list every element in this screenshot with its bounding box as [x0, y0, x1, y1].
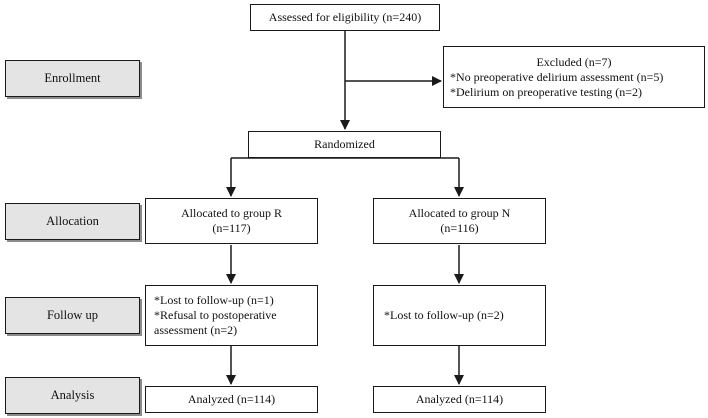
followup-r-line-1: *Lost to follow-up (n=1) [154, 293, 274, 307]
stage-analysis-label: Analysis [50, 388, 95, 402]
followup-n-line: *Lost to follow-up (n=2) [384, 308, 504, 322]
stage-enrollment: Enrollment [5, 60, 140, 97]
excluded-reason-2: *Delirium on preoperative testing (n=2) [450, 84, 643, 99]
randomized-box: Randomized [248, 131, 441, 158]
stage-follow-up: Follow up [5, 297, 140, 334]
followup-r-line-3: assessment (n=2) [154, 323, 238, 337]
stage-allocation-label: Allocation [46, 214, 99, 228]
allocated-r-title: Allocated to group R [181, 206, 282, 220]
assessed-box: Assessed for eligibility (n=240) [250, 4, 440, 31]
analyzed-n-text: Analyzed (n=114) [415, 392, 504, 406]
stage-analysis: Analysis [5, 377, 140, 414]
allocated-n-count: (n=116) [440, 221, 479, 235]
allocated-r-count: (n=117) [212, 221, 251, 235]
stage-allocation: Allocation [5, 203, 140, 240]
analyzed-r-box: Analyzed (n=114) [145, 386, 318, 413]
analyzed-r-text: Analyzed (n=114) [187, 392, 276, 406]
randomized-text: Randomized [314, 137, 375, 151]
excluded-reason-1: *No preoperative delirium assessment (n=… [450, 69, 664, 84]
excluded-box: Excluded (n=7) *No preoperative delirium… [443, 46, 705, 108]
assessed-text: Assessed for eligibility (n=240) [268, 10, 422, 24]
followup-n-box: *Lost to follow-up (n=2) [373, 285, 546, 346]
allocated-n-box: Allocated to group N (n=116) [373, 198, 546, 244]
analyzed-n-box: Analyzed (n=114) [373, 386, 546, 413]
stage-enrollment-label: Enrollment [44, 71, 101, 85]
followup-r-line-2: *Refusal to postoperative [154, 308, 277, 322]
allocated-r-box: Allocated to group R (n=117) [145, 198, 318, 244]
followup-r-box: *Lost to follow-up (n=1) *Refusal to pos… [145, 285, 318, 346]
allocated-n-title: Allocated to group N [408, 206, 511, 220]
stage-follow-up-label: Follow up [46, 308, 99, 322]
excluded-title: Excluded (n=7) [536, 54, 612, 69]
